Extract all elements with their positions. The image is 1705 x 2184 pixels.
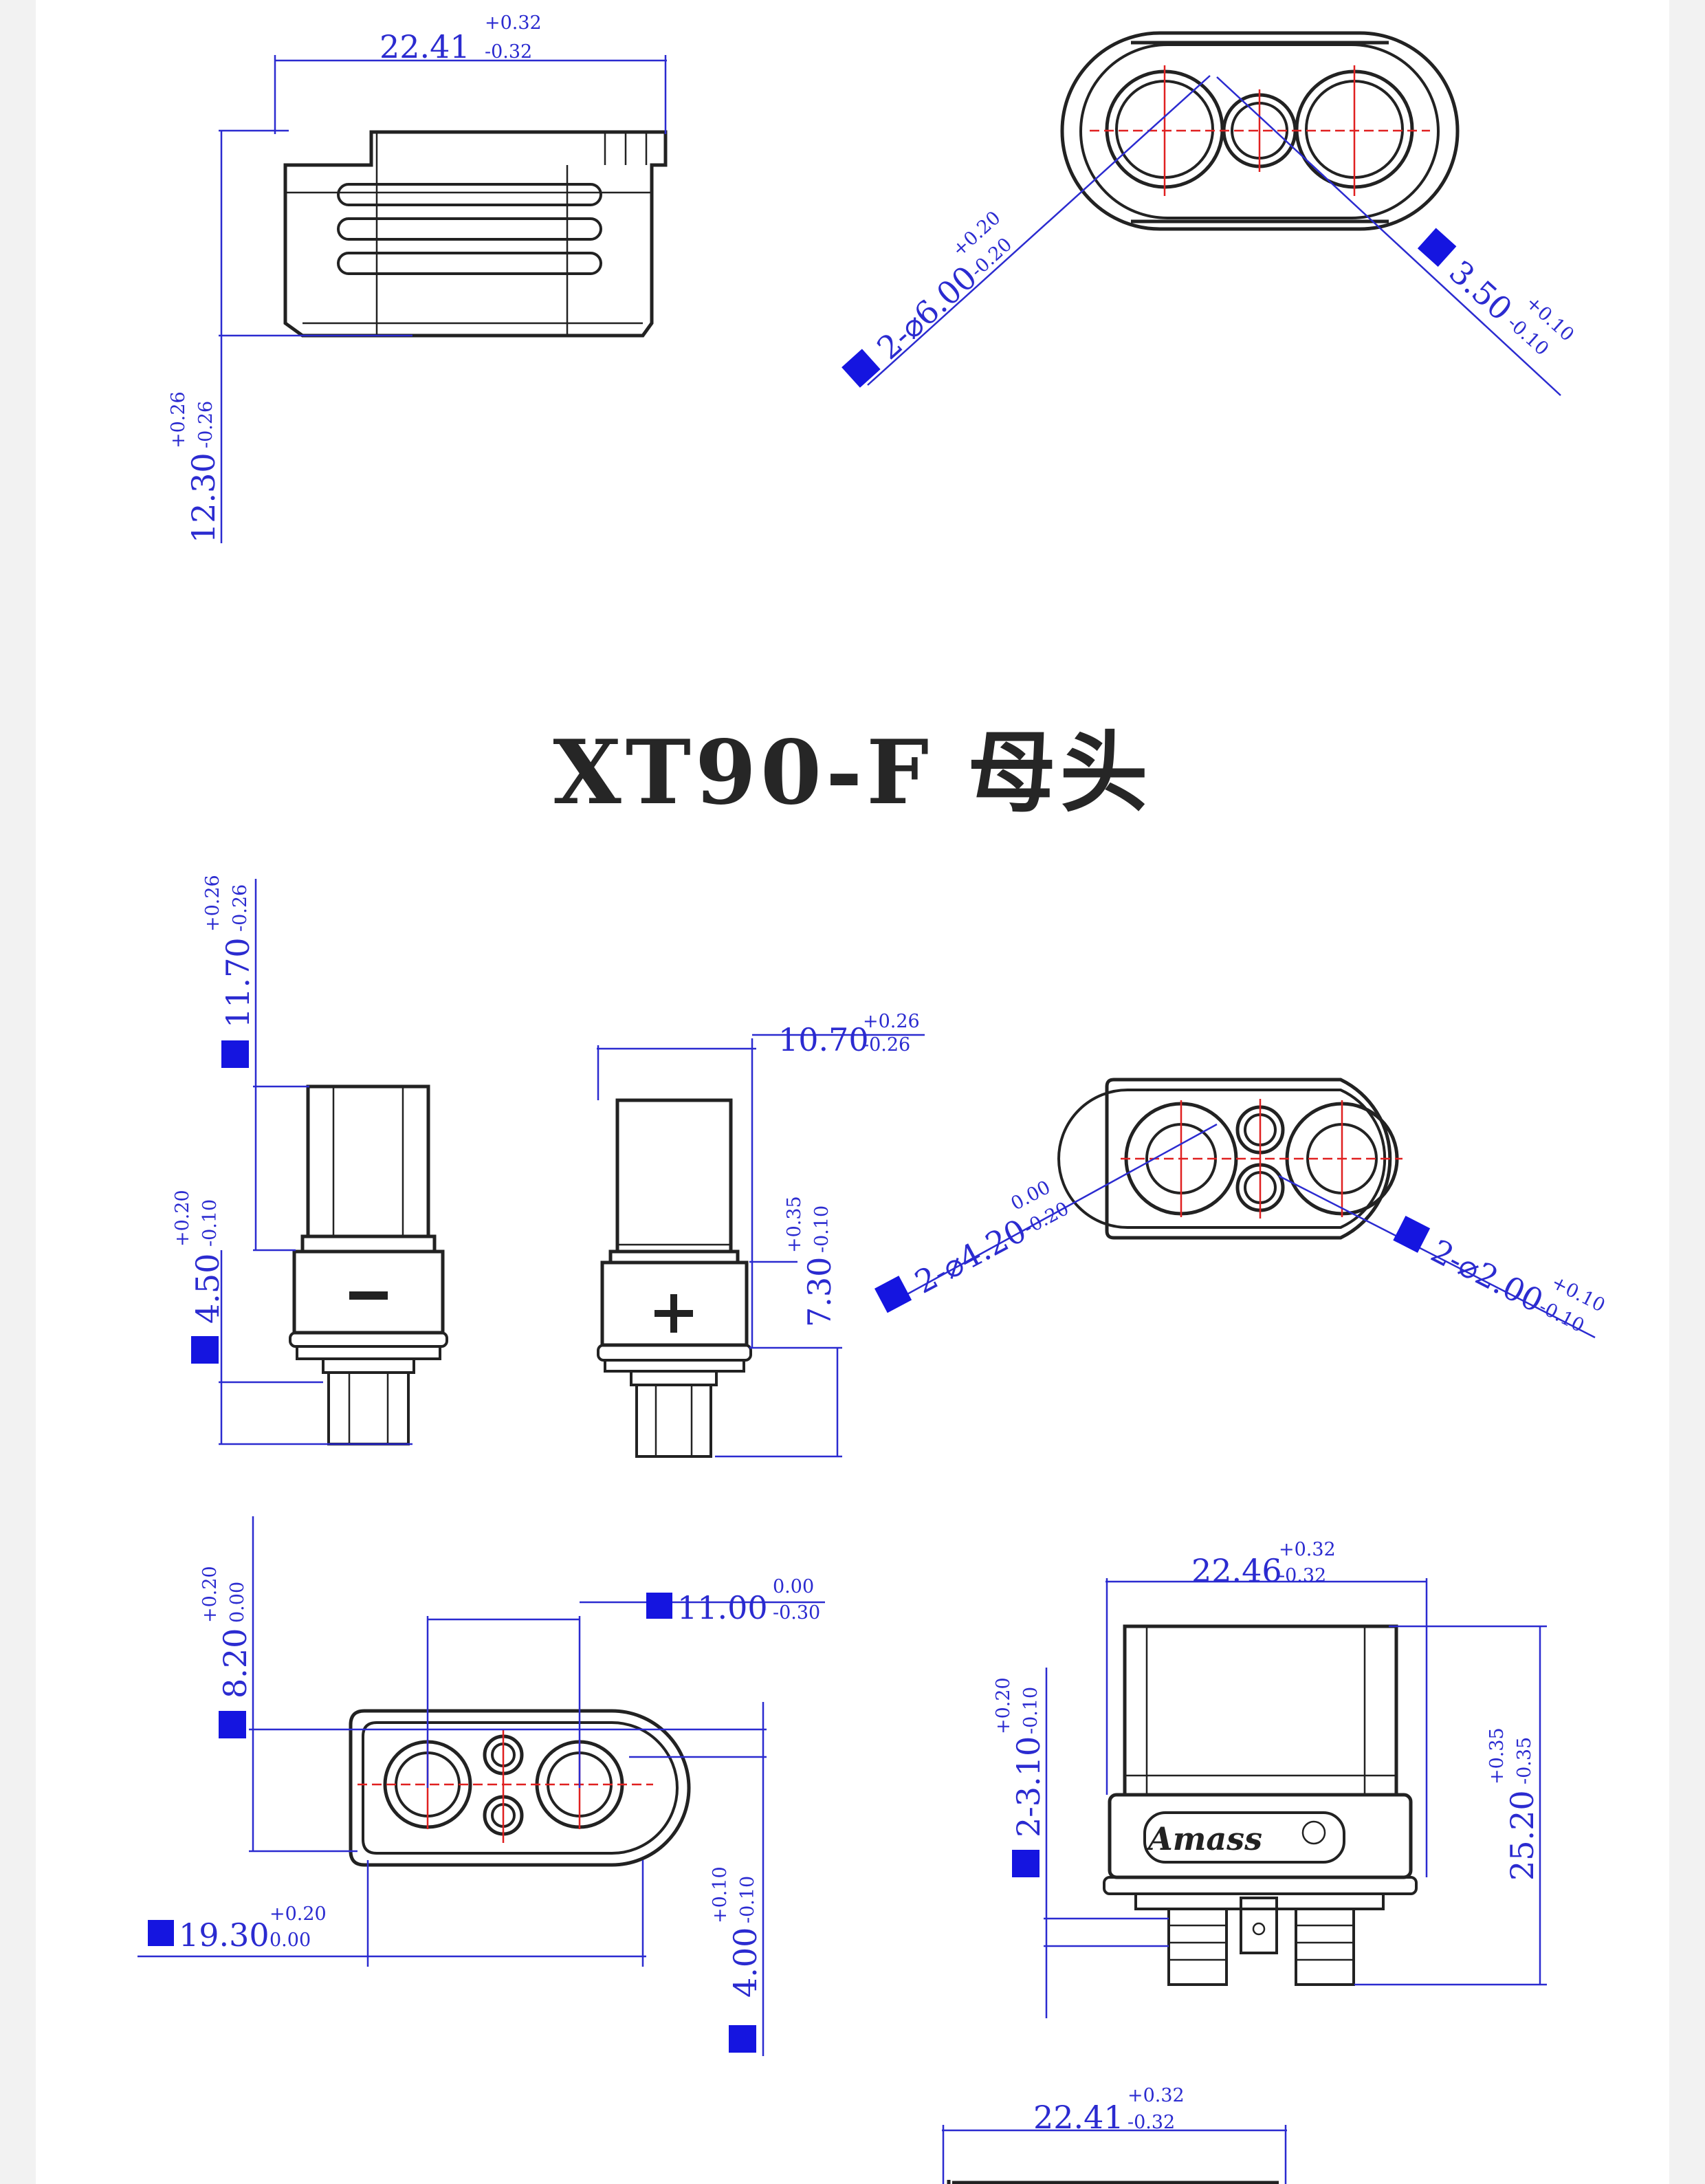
minus-sign-mark	[349, 1291, 388, 1300]
datum-square	[219, 1711, 246, 1738]
total-height-plus: +0.35	[1486, 1727, 1508, 1784]
bottom-height-minus: 0.00	[227, 1582, 248, 1623]
flange-height-value: 4.50	[189, 1254, 226, 1324]
lower-height-dimension: 7.30 +0.35 -0.10	[784, 1196, 838, 1327]
positive-side-view: +	[597, 1034, 925, 1458]
top-pin-dia-dimension: 2-⌀6.00 +0.20 -0.20	[842, 207, 1016, 388]
bottom-offset-value: 4.00	[727, 1928, 764, 1998]
total-height-value: 25.20	[1504, 1790, 1541, 1881]
front-pin-dia-dimension: 2-⌀4.20 0.00 -0.20	[874, 1177, 1072, 1313]
flange-height-plus: +0.20	[172, 1190, 193, 1247]
body-height-value: 11.70	[219, 937, 256, 1028]
pin-width-minus: -0.10	[1020, 1687, 1042, 1734]
flange-height-dimension: 4.50 +0.20 -0.10	[172, 1190, 226, 1364]
negative-polarity-mark: −	[355, 1274, 382, 1311]
body-width-dimension: 22.46 +0.32 -0.32	[1191, 1539, 1336, 1589]
bottom-length-value: 19.30	[179, 1917, 270, 1954]
top-hole-dimension: 3.50 +0.10 -0.10	[1417, 228, 1578, 360]
front-body-view: Amass	[1044, 1578, 1547, 2018]
top-width-minus: -0.32	[485, 41, 532, 63]
side-width-plus: +0.26	[863, 1011, 920, 1032]
top-width-plus: +0.32	[485, 12, 542, 34]
body-height-dimension: 11.70 +0.26 -0.26	[202, 875, 256, 1068]
next-width-dimension: 22.41 +0.32 -0.32	[1033, 2085, 1185, 2136]
datum-square	[874, 1276, 912, 1313]
bottom-height-value: 8.20	[217, 1628, 254, 1699]
top-height-plus: +0.26	[168, 391, 189, 448]
bottom-length-minus: 0.00	[270, 1930, 311, 1951]
top-width-dimension: 22.41 +0.32 -0.32	[380, 12, 542, 65]
top-pin-dia-value: 2-⌀6.00	[870, 259, 984, 367]
side-width-minus: -0.26	[863, 1034, 910, 1056]
side-width-dimension: 10.70 +0.26 -0.26	[778, 1011, 920, 1058]
body-height-plus: +0.26	[202, 875, 223, 932]
flange-height-minus: -0.10	[199, 1199, 221, 1247]
next-view-top	[942, 2125, 1287, 2184]
top-height-value: 12.30	[185, 452, 222, 543]
datum-square	[221, 1040, 249, 1068]
front-pin-dia-value: 2-⌀4.20	[909, 1212, 1033, 1301]
top-height-minus: -0.26	[195, 401, 217, 448]
bottom-length-dimension: 19.30 +0.20 0.00	[148, 1903, 327, 1954]
side-width-value: 10.70	[778, 1021, 869, 1058]
top-hole-value: 3.50	[1442, 253, 1519, 328]
front-small-dia-dimension: 2-⌀2.00 +0.10 -0.10	[1393, 1216, 1608, 1337]
pin-pitch-minus: -0.30	[773, 1602, 820, 1624]
top-side-view	[219, 55, 668, 543]
lower-height-value: 7.30	[801, 1257, 838, 1327]
top-height-dimension: 12.30 +0.26 -0.26	[168, 391, 222, 543]
front-small-dia-value: 2-⌀2.00	[1425, 1232, 1549, 1320]
pin-width-plus: +0.20	[993, 1677, 1014, 1734]
total-height-dimension: 25.20 +0.35 -0.35	[1486, 1727, 1541, 1881]
front-face-view	[896, 1078, 1596, 1339]
lower-height-minus: -0.10	[811, 1205, 833, 1253]
bottom-height-plus: +0.20	[199, 1566, 221, 1623]
datum-square	[1393, 1216, 1431, 1253]
pin-pitch-dimension: 11.00 0.00 -0.30	[646, 1576, 820, 1626]
datum-square	[191, 1336, 219, 1364]
body-width-value: 22.46	[1191, 1552, 1282, 1589]
bottom-offset-plus: +0.10	[710, 1866, 731, 1923]
datum-square	[842, 349, 881, 388]
datum-square	[1417, 228, 1457, 267]
top-width-value: 22.41	[380, 28, 470, 65]
bottom-offset-minus: -0.10	[737, 1876, 758, 1923]
pin-width-value: 2-3.10	[1010, 1736, 1047, 1837]
body-width-minus: -0.32	[1279, 1565, 1326, 1586]
next-width-minus: -0.32	[1128, 2112, 1175, 2133]
lower-height-plus: +0.35	[784, 1196, 805, 1253]
pin-pitch-value: 11.00	[677, 1589, 768, 1626]
bottom-view	[138, 1516, 825, 2056]
datum-square	[729, 2025, 756, 2053]
pin-pitch-plus: 0.00	[773, 1576, 814, 1597]
brand-logo: Amass	[1145, 1820, 1262, 1857]
datum-square	[148, 1920, 174, 1946]
total-height-minus: -0.35	[1514, 1737, 1535, 1784]
datum-square	[646, 1593, 672, 1619]
pin-width-dimension: 2-3.10 +0.20 -0.10	[993, 1677, 1047, 1877]
next-width-plus: +0.32	[1128, 2085, 1185, 2106]
positive-polarity-mark: +	[662, 1298, 685, 1330]
body-height-minus: -0.26	[230, 884, 251, 932]
datum-square	[1012, 1850, 1040, 1877]
page-title: XT90-F 母头	[553, 721, 1152, 825]
negative-side-view: −	[219, 879, 448, 1445]
bottom-length-plus: +0.20	[270, 1903, 327, 1925]
bottom-offset-dimension: 4.00 +0.10 -0.10	[710, 1866, 764, 2053]
next-width-value: 22.41	[1033, 2099, 1124, 2136]
bottom-height-dimension: 8.20 +0.20 0.00	[199, 1566, 254, 1738]
top-face-view	[867, 31, 1561, 396]
body-width-plus: +0.32	[1279, 1539, 1336, 1560]
